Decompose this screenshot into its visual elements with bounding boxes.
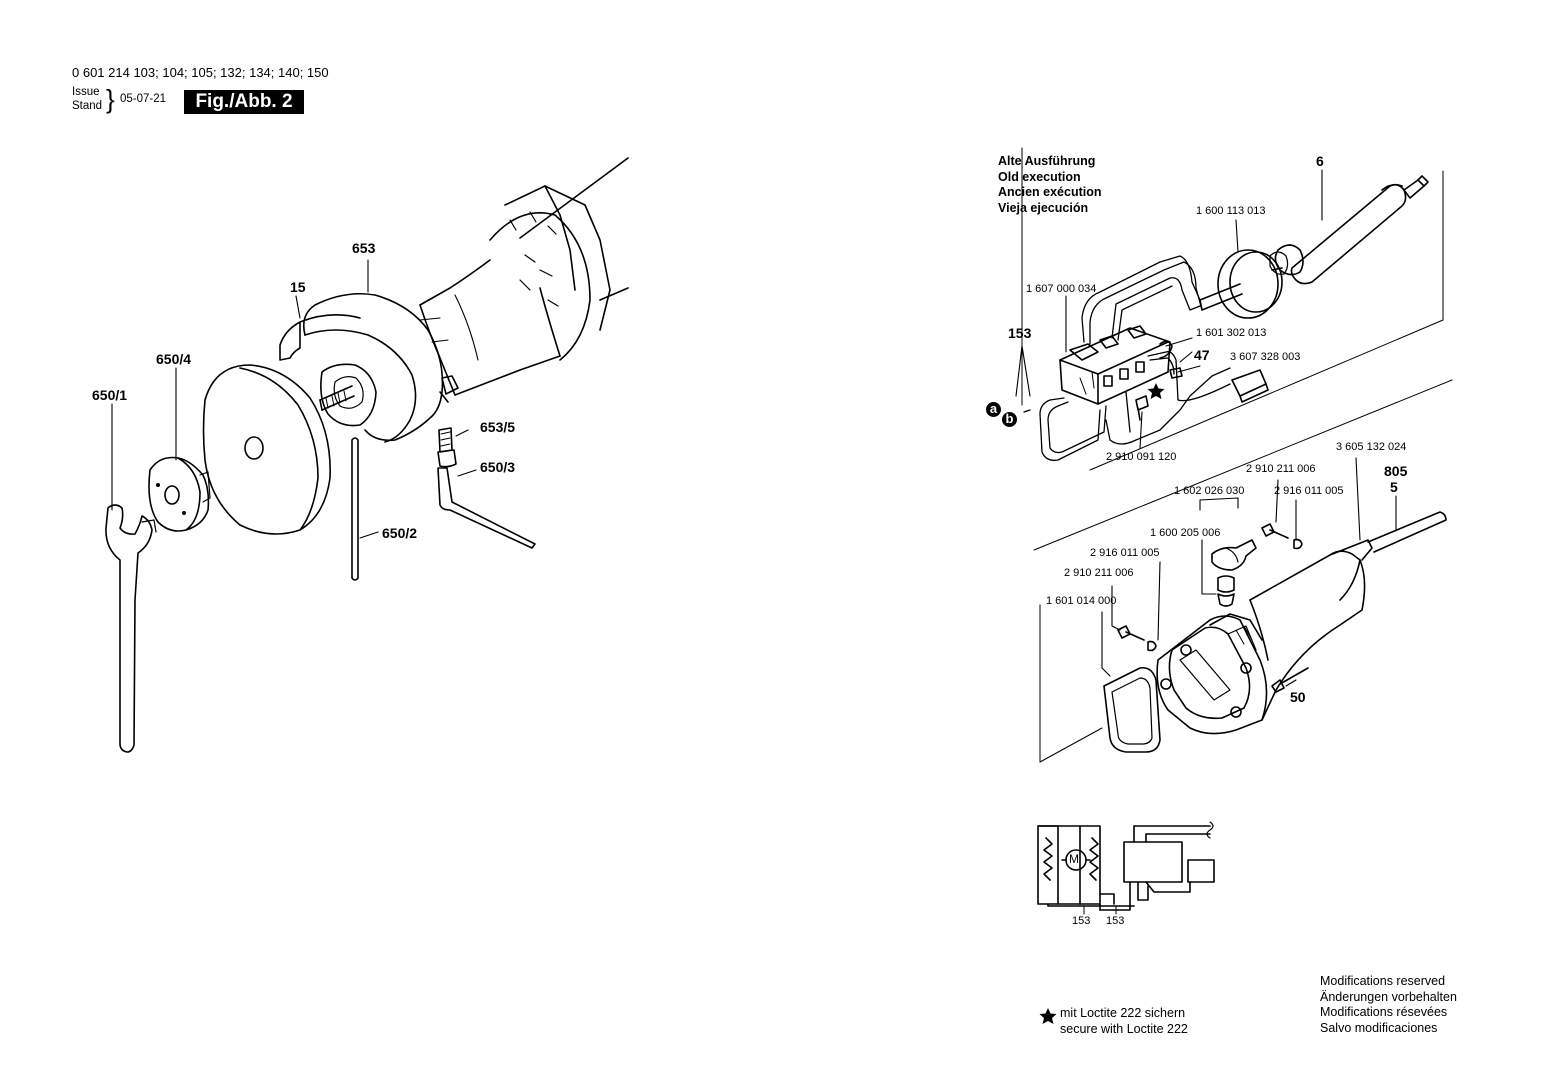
- gasket-drawing: [1103, 666, 1161, 753]
- current-leader-lines: [1101, 457, 1397, 687]
- clamp-screw-drawing: [437, 427, 457, 468]
- switch-block-drawing: [1059, 325, 1183, 405]
- spanner-drawing: [105, 504, 157, 753]
- grinding-wheel-drawing: [202, 364, 331, 535]
- old-version-en: Old execution: [998, 169, 1081, 184]
- callout-15: 15: [290, 279, 306, 295]
- callout-1601302013: 1 601 302 013: [1196, 327, 1267, 339]
- modifications-es: Salvo modificaciones: [1320, 1020, 1438, 1035]
- callout-3605132024: 3 605 132 024: [1336, 441, 1407, 453]
- allen-key-drawing: [437, 467, 536, 549]
- issue-date: 05-07-21: [120, 93, 167, 105]
- brace-glyph: }: [106, 84, 115, 114]
- modifications-note: Modifications reserved Änderungen vorbeh…: [1320, 974, 1457, 1036]
- callout-50: 50: [1290, 689, 1306, 705]
- handle-drawing: [1249, 539, 1373, 721]
- spindle-shaft-drawing: [1269, 175, 1429, 285]
- stand-label: Stand: [72, 100, 103, 112]
- figure-label: Fig./Abb. 2: [184, 90, 304, 114]
- modifications-fr: Modifications résevées: [1320, 1005, 1448, 1019]
- loctite-note-de: mit Loctite 222 sichern: [1060, 1006, 1186, 1020]
- callout-650-3: 650/3: [480, 459, 516, 475]
- modifications-de: Änderungen vorbehalten: [1320, 989, 1457, 1004]
- old-version-es: Vieja ejecución: [998, 200, 1089, 215]
- callout-2910091120: 2 910 091 120: [1106, 451, 1177, 463]
- wiring-drawing: [1023, 255, 1231, 461]
- modifications-en: Modifications reserved: [1320, 974, 1446, 988]
- issue-label: Issue: [72, 86, 100, 98]
- old-version-de: Alte Ausführung: [998, 154, 1096, 168]
- loctite-note-star: [1039, 1008, 1057, 1024]
- left-leader-lines: [111, 259, 477, 539]
- small-screws-drawing: [1135, 395, 1149, 421]
- callout-3607328003: 3 607 328 003: [1202, 352, 1300, 363]
- callout-2910211006-left: 2 910 211 006: [1064, 567, 1134, 579]
- callout-653-5: 653/5: [480, 419, 516, 435]
- callout-1600113013: 1 600 113 013: [1196, 205, 1266, 217]
- commutator-drawing: [1199, 249, 1283, 319]
- callout-6: 6: [1316, 153, 1324, 169]
- callout-153: 153: [1008, 325, 1032, 341]
- loctite-star-marker: [1147, 383, 1165, 399]
- callout-650-4: 650/4: [156, 351, 192, 367]
- callout-805: 805: [1384, 463, 1408, 479]
- callout-1607000034: 1 607 000 034: [1026, 283, 1097, 295]
- loctite-note: mit Loctite 222 sichern secure with Loct…: [1060, 1006, 1188, 1037]
- motor-symbol: M: [1069, 852, 1079, 866]
- callout-1600205006: 1 600 205 006: [1150, 527, 1221, 539]
- circuit-label-153-a: 153: [1072, 915, 1091, 927]
- grinder-body-drawing: [419, 157, 629, 396]
- part-number-list: 0 601 214 103; 104; 105; 132; 134; 140; …: [72, 65, 329, 80]
- callout-3607328003-text: 3 607 328 003: [1230, 351, 1301, 363]
- callout-653: 653: [352, 240, 376, 256]
- label-153-leaders: [1015, 345, 1031, 397]
- callout-1601014000: 1 601 014 000: [1046, 595, 1117, 607]
- guard-drawing: [279, 292, 459, 443]
- right-leader-lines: [1065, 169, 1323, 449]
- callout-650-1: 650/1: [92, 387, 128, 403]
- circuit-label-153-b: 153: [1106, 915, 1125, 927]
- marker-b: b: [1002, 412, 1017, 427]
- callout-1602026030: 1 602 026 030: [1174, 485, 1245, 497]
- old-version-heading: Alte Ausführung Old execution Ancien exé…: [998, 154, 1102, 216]
- old-version-frame: [1021, 147, 1444, 471]
- spindle-drawing: [319, 363, 377, 427]
- pin-drawing: [351, 437, 359, 581]
- loctite-note-en: secure with Loctite 222: [1060, 1021, 1188, 1036]
- callout-5: 5: [1390, 479, 1398, 495]
- callout-47: 47: [1194, 347, 1210, 363]
- power-cable-drawing: [1367, 511, 1447, 553]
- circuit-schematic: [1037, 821, 1215, 915]
- callout-2916011005-top: 2 916 011 005: [1274, 485, 1344, 497]
- motor-housing-drawing: [1156, 613, 1268, 735]
- housing-screws-drawing: [1117, 523, 1309, 693]
- marker-a: a: [986, 402, 1001, 417]
- connector-drawing: [1231, 369, 1269, 403]
- current-version-frame: [1033, 379, 1453, 763]
- callout-2916011005-left: 2 916 011 005: [1090, 547, 1160, 559]
- callout-2910211006-top: 2 910 211 006: [1246, 463, 1316, 475]
- callout-650-2: 650/2: [382, 525, 418, 541]
- flange-nut-drawing: [148, 456, 211, 532]
- switch-knob-drawing: [1211, 539, 1257, 607]
- old-version-fr: Ancien exécution: [998, 185, 1102, 199]
